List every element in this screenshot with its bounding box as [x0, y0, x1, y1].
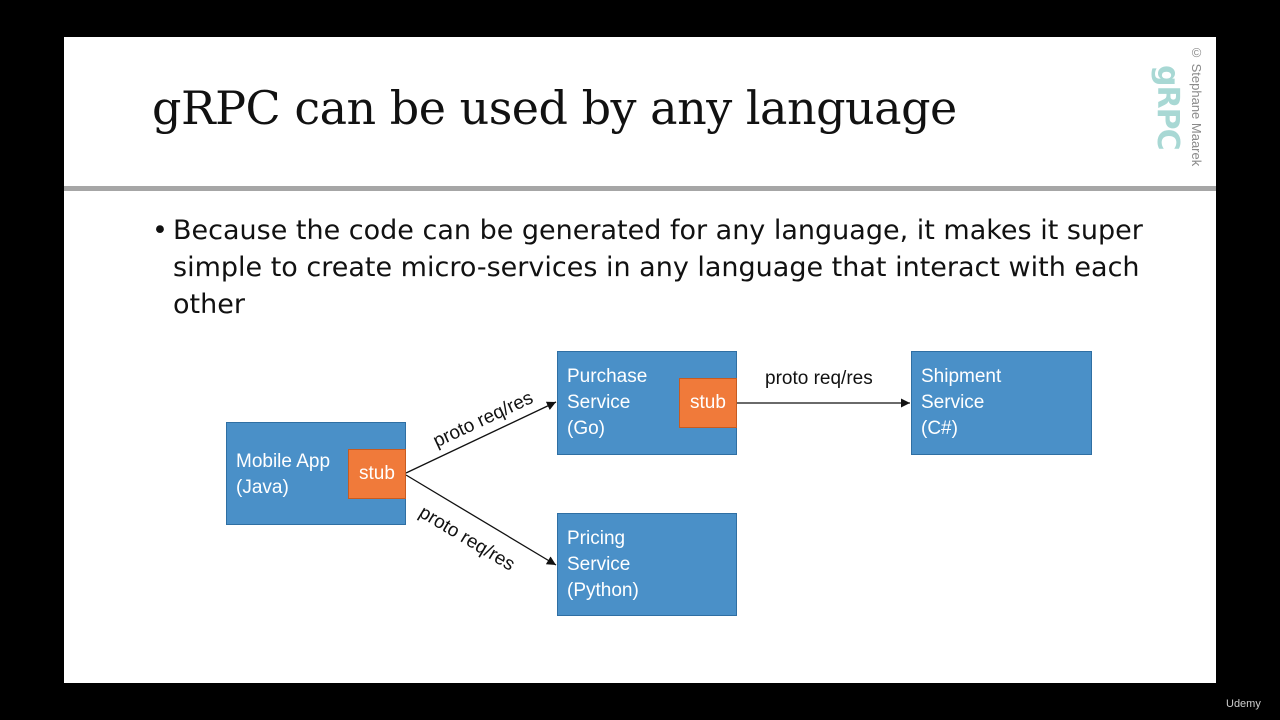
pricing-service-box: Pricing Service (Python): [557, 513, 737, 616]
bullet-text: Because the code can be generated for an…: [173, 215, 1143, 320]
edge-label-to-shipment: proto req/res: [765, 368, 873, 389]
purchase-line-2: Service: [567, 392, 631, 413]
purchase-line-1: Purchase: [567, 366, 648, 387]
udemy-watermark: Udemy: [1226, 698, 1261, 710]
pricing-line-3: (Python): [567, 580, 639, 601]
arrow-mobile-to-purchase: [405, 401, 557, 474]
title-divider: [64, 186, 1216, 191]
purchase-line-3: (Go): [567, 418, 605, 439]
shipment-line-1: Shipment: [921, 366, 1002, 387]
purchase-service-stub: stub: [679, 378, 737, 428]
shipment-service-box: Shipment Service (C#): [911, 351, 1092, 455]
mobile-app-stub: stub: [348, 449, 406, 499]
arrow-mobile-to-pricing: [405, 474, 557, 566]
copyright-notice: © Stephane Maarek: [1189, 45, 1204, 167]
bullet-dot-icon: •: [152, 215, 168, 246]
shipment-line-2: Service: [921, 392, 985, 413]
pricing-line-2: Service: [567, 554, 631, 575]
slide-title: gRPC can be used by any language: [152, 81, 957, 135]
mobile-app-line-2: (Java): [236, 477, 289, 498]
mobile-app-line-1: Mobile App: [236, 451, 331, 472]
grpc-logo: gRPC: [1150, 65, 1185, 150]
pricing-line-1: Pricing: [567, 528, 626, 549]
shipment-line-3: (C#): [921, 418, 958, 439]
